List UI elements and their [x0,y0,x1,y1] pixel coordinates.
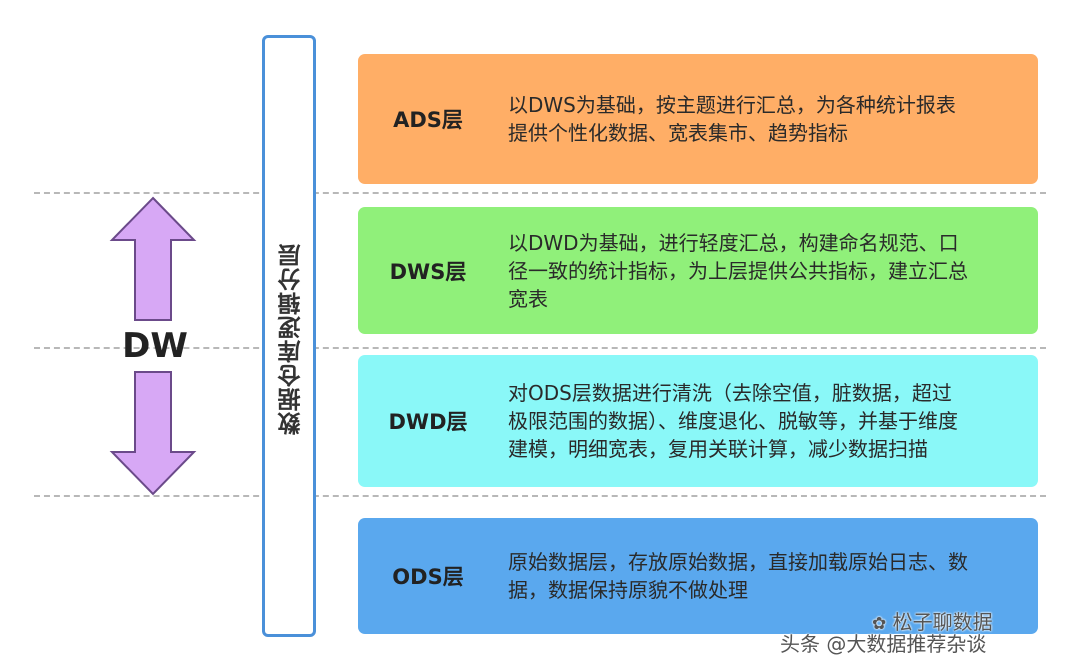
layer-dwd: DWD层 对ODS层数据进行清洗（去除空值，脏数据，超过极限范围的数据）、维度退… [358,355,1038,487]
layer-description: 原始数据层，存放原始数据，直接加载原始日志、数据，数据保持原貌不做处理 [508,550,968,602]
layer-description: 对ODS层数据进行清洗（去除空值，脏数据，超过极限范围的数据）、维度退化、脱敏等… [508,381,958,461]
dw-label: DW [122,326,188,366]
layer-dws: DWS层 以DWD为基础，进行轻度汇总，构建命名规范、口径一致的统计指标，为上层… [358,207,1038,334]
wechat-icon: ✿ [872,614,887,634]
logical-layering-box: 数据仓库逻辑分层 [262,35,316,637]
layer-name: ODS层 [392,565,464,589]
layer-name: DWS层 [389,259,467,284]
arrow-down-icon [109,371,197,496]
divider-middle [34,347,1046,349]
watermark-channel: ✿ 松子聊数据 [872,606,993,635]
layer-name: DWD层 [388,410,468,434]
layer-description: 以DWS为基础，按主题进行汇总，为各种统计报表提供个性化数据、宽表集市、趋势指标 [508,93,956,145]
divider-top [34,192,1046,194]
watermark-channel-text: 松子聊数据 [892,610,993,634]
layer-description: 以DWD为基础，进行轻度汇总，构建命名规范、口径一致的统计指标，为上层提供公共指… [508,230,968,311]
logical-layering-label: 数据仓库逻辑分层 [279,243,305,435]
arrow-up-icon [109,196,197,321]
layer-ods: ODS层 原始数据层，存放原始数据，直接加载原始日志、数据，数据保持原貌不做处理 [358,518,1038,634]
layer-ads: ADS层 以DWS为基础，按主题进行汇总，为各种统计报表提供个性化数据、宽表集市… [358,54,1038,184]
watermark-source: 头条 @大数据推荐杂谈 [780,632,987,656]
layer-name: ADS层 [393,108,463,132]
divider-bottom [34,495,1046,497]
